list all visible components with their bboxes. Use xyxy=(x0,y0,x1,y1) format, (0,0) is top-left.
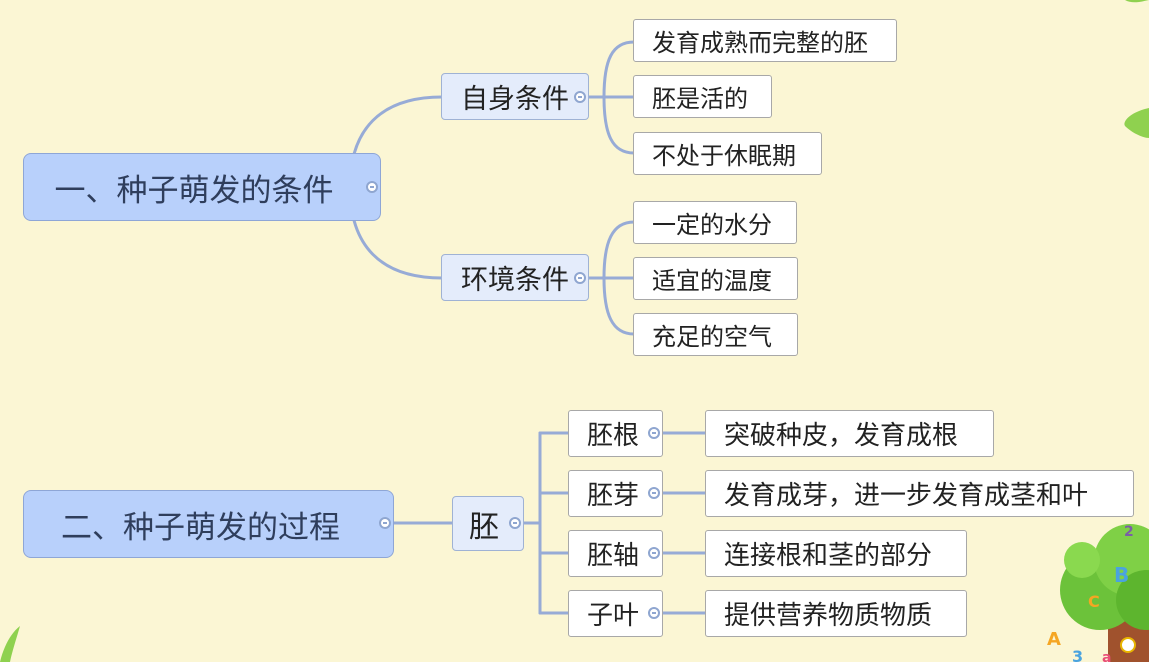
leaf-label: 适宜的温度 xyxy=(652,267,772,295)
description-label: 突破种皮，发育成根 xyxy=(724,421,959,451)
description-label: 连接根和茎的部分 xyxy=(724,541,933,571)
part-label: 胚根 xyxy=(587,421,640,451)
part-label: 胚轴 xyxy=(587,541,640,571)
leaf-label: 发育成熟而完整的胚 xyxy=(652,29,868,57)
description-node[interactable]: 突破种皮，发育成根 xyxy=(705,410,994,457)
letter-balloons-icon: A 3 a C B 2 xyxy=(1047,524,1134,662)
svg-text:B: B xyxy=(1114,563,1129,587)
part-node-cotyledon[interactable]: 子叶 xyxy=(568,590,663,637)
root-title-conditions: 一、种子萌发的条件 xyxy=(54,172,334,209)
description-node[interactable]: 发育成芽，进一步发育成茎和叶 xyxy=(705,470,1134,517)
collapse-toggle-icon[interactable] xyxy=(648,427,660,439)
part-label: 胚芽 xyxy=(587,481,640,511)
leaf-node[interactable]: 充足的空气 xyxy=(633,313,798,356)
collapse-toggle-icon[interactable] xyxy=(379,517,391,529)
svg-text:A: A xyxy=(1047,629,1061,650)
part-label: 子叶 xyxy=(587,601,640,631)
svg-text:a: a xyxy=(1102,650,1111,662)
leaf-node[interactable]: 不处于休眠期 xyxy=(633,132,822,175)
root-title-process: 二、种子萌发的过程 xyxy=(61,509,340,546)
collapse-toggle-icon[interactable] xyxy=(509,517,521,529)
svg-text:3: 3 xyxy=(1072,647,1083,662)
branch-node-environment[interactable]: 环境条件 xyxy=(441,254,589,301)
description-label: 发育成芽，进一步发育成茎和叶 xyxy=(724,481,1089,511)
collapse-toggle-icon[interactable] xyxy=(648,607,660,619)
leaf-node[interactable]: 一定的水分 xyxy=(633,201,797,244)
svg-text:C: C xyxy=(1088,592,1100,611)
leaf-node[interactable]: 胚是活的 xyxy=(633,75,772,118)
svg-text:2: 2 xyxy=(1124,524,1134,540)
part-node-plumule[interactable]: 胚芽 xyxy=(568,470,663,517)
leaf-label: 充足的空气 xyxy=(652,323,772,351)
branch-node-self[interactable]: 自身条件 xyxy=(441,73,589,120)
collapse-toggle-icon[interactable] xyxy=(574,272,586,284)
leaf-node[interactable]: 适宜的温度 xyxy=(633,257,798,300)
collapse-toggle-icon[interactable] xyxy=(574,91,586,103)
root-node-process[interactable]: 二、种子萌发的过程 xyxy=(23,490,394,558)
root-node-conditions[interactable]: 一、种子萌发的条件 xyxy=(23,153,381,221)
description-label: 提供营养物质物质 xyxy=(724,601,933,631)
collapse-toggle-icon[interactable] xyxy=(648,547,660,559)
description-node[interactable]: 提供营养物质物质 xyxy=(705,590,967,637)
tree-icon xyxy=(1060,524,1149,662)
branch-label-environment: 环境条件 xyxy=(461,265,569,296)
description-node[interactable]: 连接根和茎的部分 xyxy=(705,530,967,577)
leaf-label: 一定的水分 xyxy=(652,211,772,239)
collapse-toggle-icon[interactable] xyxy=(366,181,378,193)
hub-label: 胚 xyxy=(469,509,499,545)
part-node-hypocotyl[interactable]: 胚轴 xyxy=(568,530,663,577)
leaf-node[interactable]: 发育成熟而完整的胚 xyxy=(633,19,897,62)
part-node-radicle[interactable]: 胚根 xyxy=(568,410,663,457)
leaf-label: 不处于休眠期 xyxy=(652,142,796,170)
branch-label-self: 自身条件 xyxy=(461,84,569,115)
collapse-toggle-icon[interactable] xyxy=(648,487,660,499)
leaf-label: 胚是活的 xyxy=(652,85,748,113)
